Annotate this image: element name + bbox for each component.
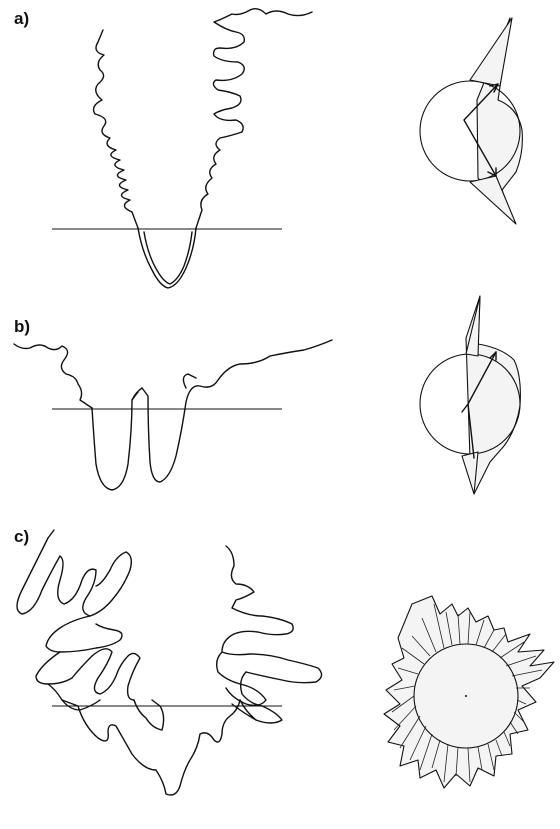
- panel-b-crack-profile: [14, 340, 332, 490]
- panel-b: b): [14, 296, 520, 494]
- panel-c-crack-profile: [17, 530, 322, 795]
- panel-b-rose-diagram: [420, 296, 520, 494]
- panel-c-label: c): [14, 527, 29, 546]
- panel-c-rose-diagram: [384, 596, 554, 788]
- panel-a-rose-diagram: [420, 18, 522, 224]
- panel-c: c): [14, 527, 554, 795]
- panel-a-crack-profile: [52, 9, 312, 288]
- panel-a: a): [14, 9, 522, 288]
- panel-a-label: a): [14, 9, 29, 28]
- panel-b-label: b): [14, 317, 30, 336]
